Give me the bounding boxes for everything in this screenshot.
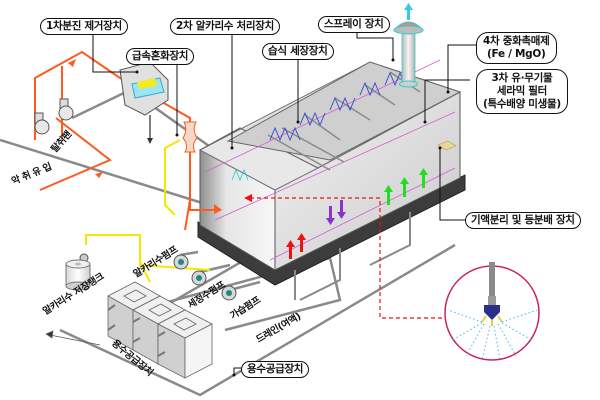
rapid-mixer	[182, 121, 198, 153]
flow-arrows-green	[384, 168, 428, 205]
wash-pump-icon	[191, 270, 207, 286]
label-gas-liquid-separator: 기액분리 및 등분배 장치	[465, 212, 581, 229]
primary-dust-unit	[119, 61, 169, 144]
flow-arrows-purple	[326, 200, 346, 225]
label-secondary-alkali: 2차 알카리수 처리장치	[170, 18, 280, 35]
label-primary-dust-removal: 1차분진 제거장치	[40, 18, 128, 35]
flow-arrows-red	[286, 233, 306, 259]
label-rapid-mixer: 급속혼화장치	[126, 48, 195, 65]
deodorizer-fans	[34, 98, 74, 135]
filter-line-1: 3차 유·무기물	[491, 72, 553, 84]
humid-pump-icon	[221, 285, 237, 301]
spray-dots	[447, 309, 538, 361]
label-ceramic-filter: 3차 유·무기물 세라믹 필터 (특수배양 미생물)	[476, 69, 568, 114]
odor-inflow-pipe	[34, 50, 215, 231]
alkali-storage-tank	[65, 253, 91, 291]
catalyst-line-2: (Fe / MgO)	[487, 48, 546, 60]
catalyst-line-1: 4차 중화촉매제	[483, 35, 550, 47]
label-wet-wash: 습식 세장장치	[262, 43, 334, 60]
leader-lines	[92, 32, 480, 375]
spray-nozzle-detail	[444, 262, 540, 361]
spray-detail-link	[250, 197, 452, 319]
pumps	[173, 254, 237, 301]
filter-line-2: 세라믹 필터	[496, 85, 548, 97]
spray-stack	[392, 3, 425, 88]
filter-line-3: (특수배양 미생물)	[483, 98, 561, 110]
alkali-line	[85, 139, 211, 283]
alkali-pump-icon	[173, 254, 189, 270]
label-water-supply: 용수공급장치	[241, 361, 310, 378]
water-supply-tanks	[45, 281, 213, 379]
exhaust-arrow	[404, 3, 413, 20]
label-neutral-catalyst: 4차 중화촉매제 (Fe / MgO)	[476, 32, 557, 64]
label-spray-device: 스프레이 장치	[318, 16, 390, 33]
